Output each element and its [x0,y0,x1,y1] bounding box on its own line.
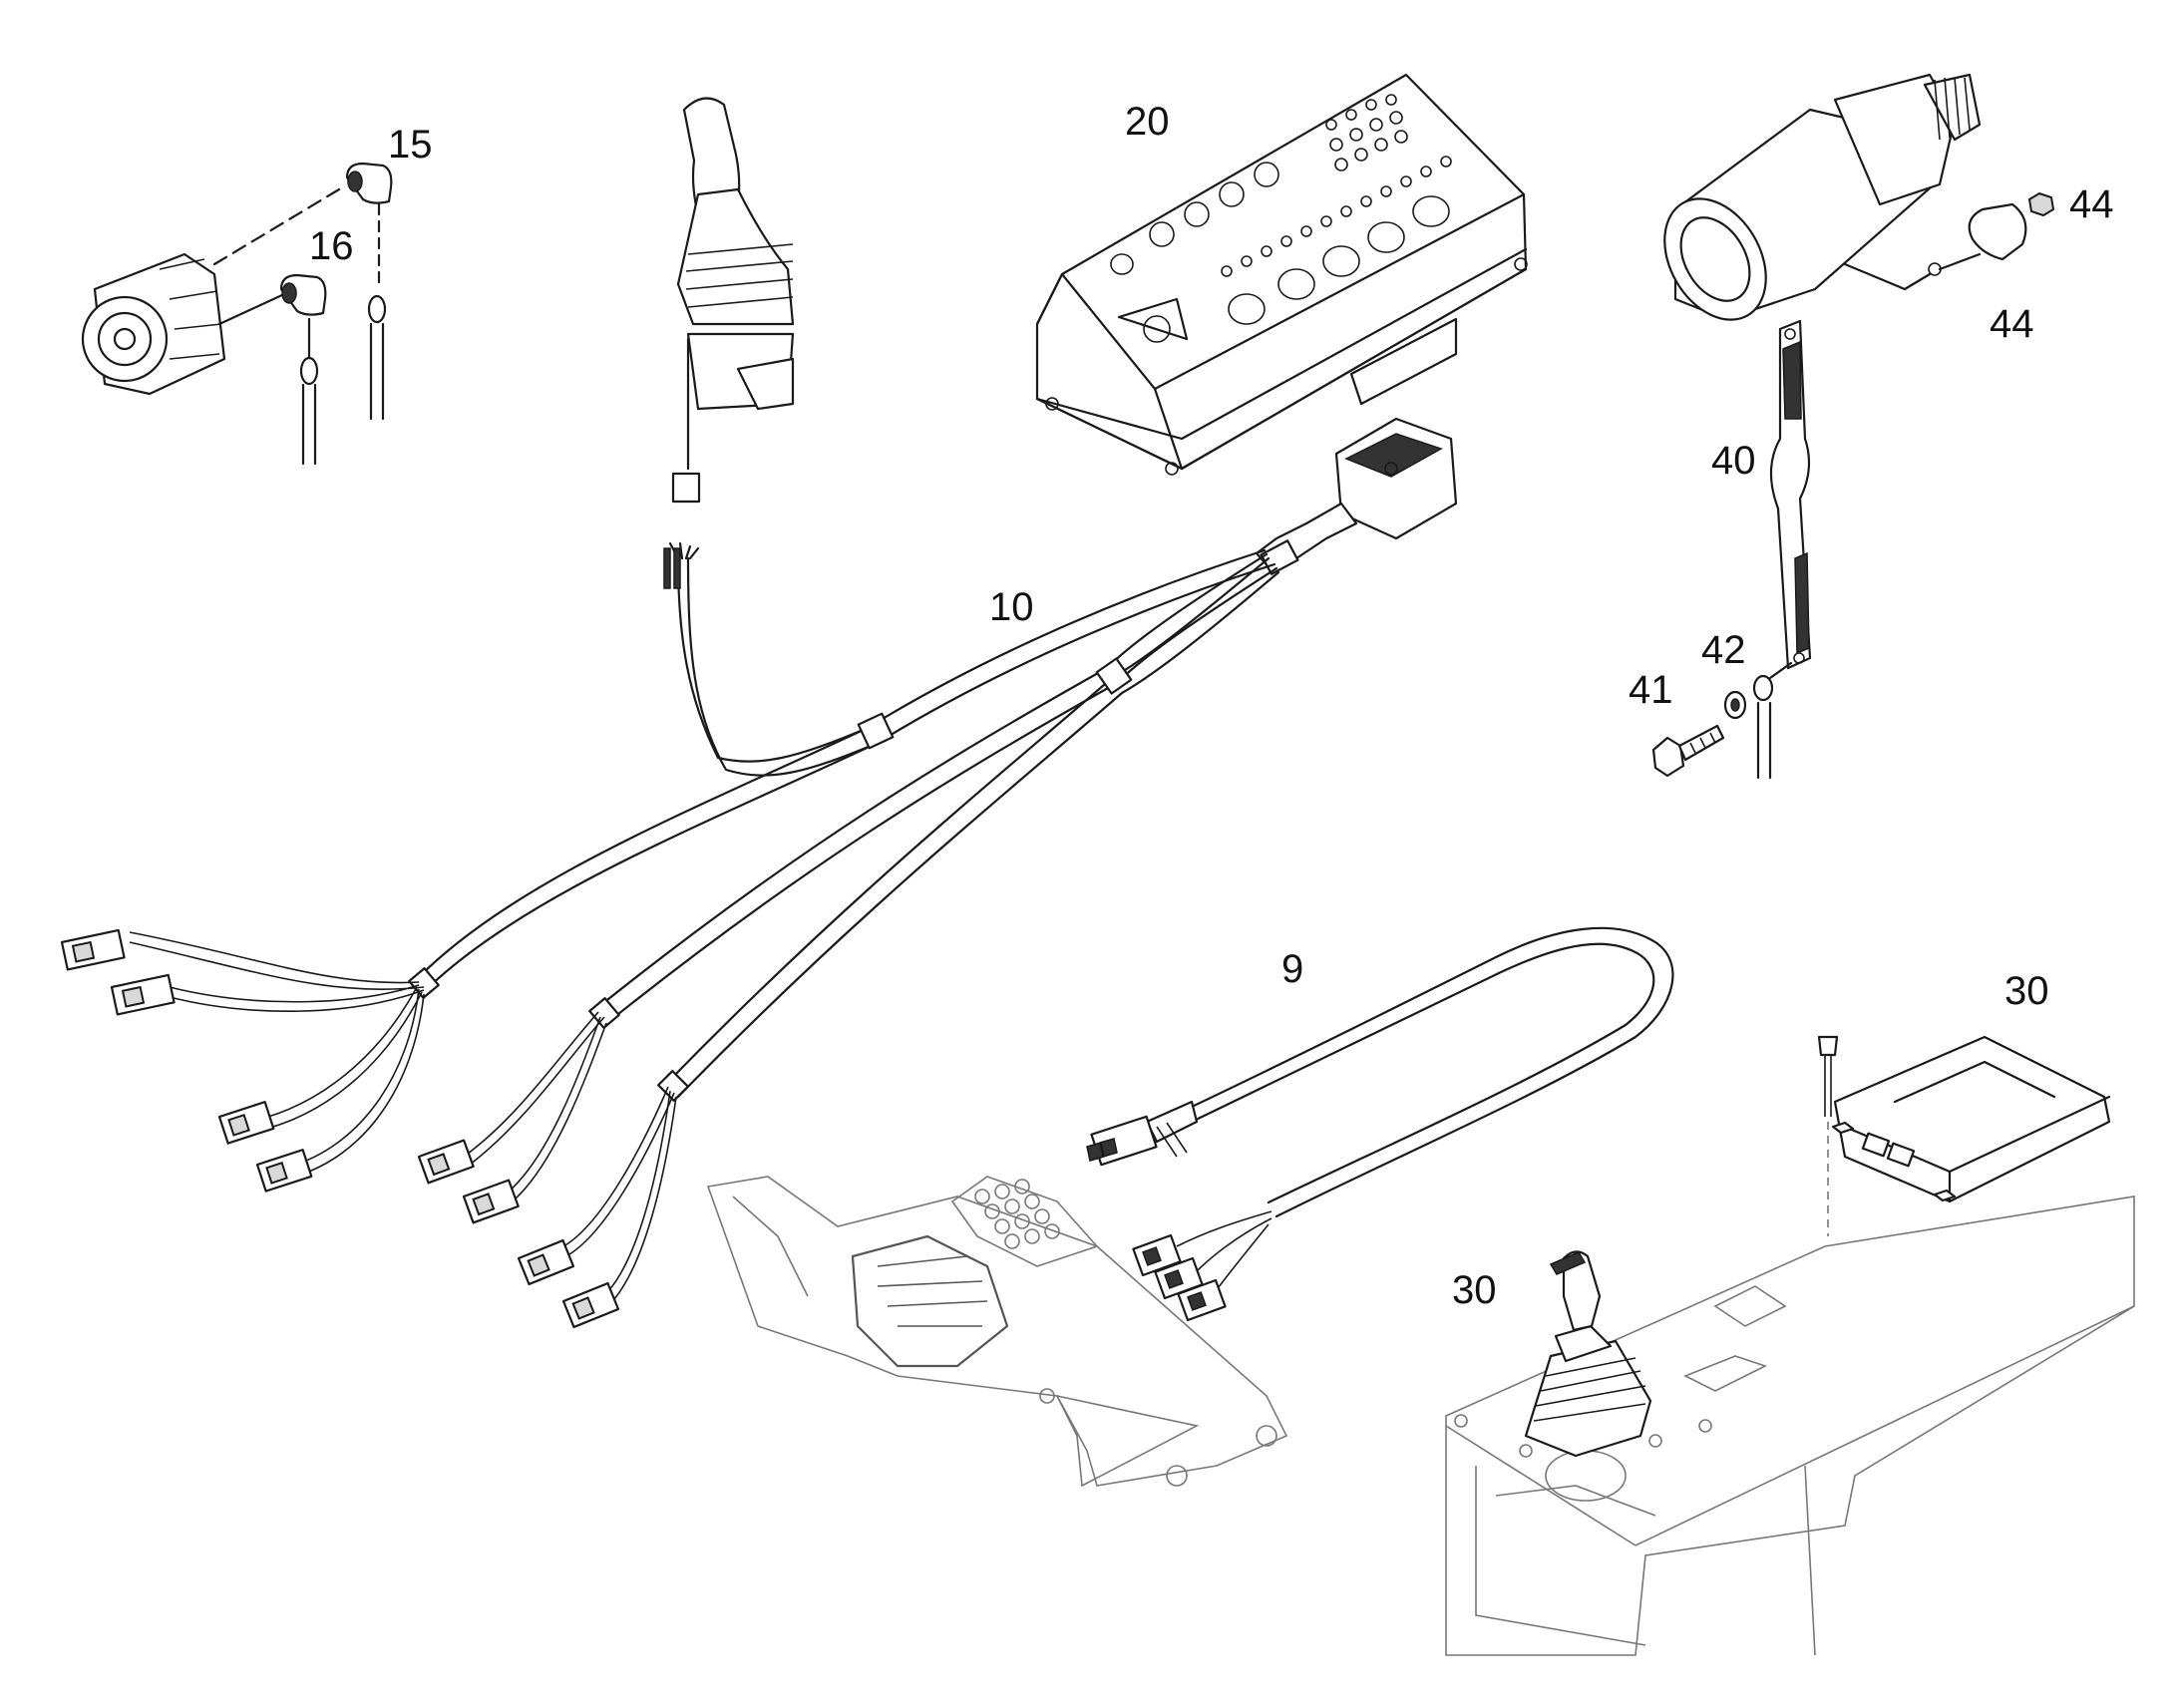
terminal-boot-16 [217,273,327,466]
wire-harness-10 [60,502,1358,1329]
joystick-upper [671,97,795,504]
callout-9: 9 [1281,947,1303,991]
ground-strap-40 [1651,319,1812,780]
alternator [81,187,341,396]
callout-40: 40 [1711,439,1756,483]
callout-10: 10 [989,585,1034,629]
harness-plugs [60,928,620,1329]
wire-harness-9 [1086,926,1674,1322]
starter-motor [1663,73,2055,321]
callout-44-lower: 44 [1990,302,2034,346]
terminal-boot-15 [345,162,393,421]
callout-30-controller: 30 [2004,969,2049,1013]
callout-20: 20 [1125,100,1170,144]
callout-16: 16 [309,224,354,268]
callout-30-joystick: 30 [1452,1268,1497,1312]
callout-41: 41 [1629,668,1673,712]
pedal-assembly [706,1176,1288,1488]
callout-44-upper: 44 [2069,182,2114,226]
callout-15: 15 [388,123,433,167]
callout-42: 42 [1701,628,1746,672]
control-panel-20 [1035,73,1528,540]
frame-and-joystick [1445,1196,2135,1656]
controller-unit-30 [1817,1035,2111,1236]
